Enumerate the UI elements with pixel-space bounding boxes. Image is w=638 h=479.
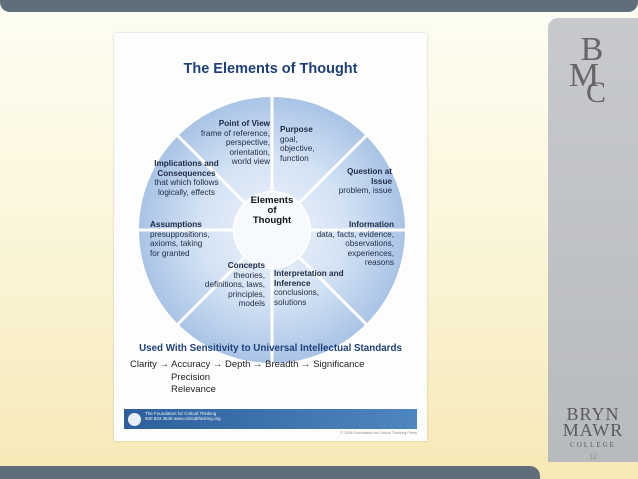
segment-assumptions: Assumptions presuppositions, axioms, tak… — [150, 220, 230, 258]
segment-line: objective, — [280, 144, 315, 154]
segment-line: that which follows — [154, 178, 219, 188]
foundation-logo-icon — [128, 413, 141, 426]
footer-line: The Foundation for Critical Thinking — [145, 411, 217, 416]
poster-footer-strip: The Foundation for Critical Thinking 800… — [124, 409, 417, 429]
segment-heading: Implications and Consequences — [154, 159, 219, 178]
center-line: of — [267, 205, 277, 216]
segment-concepts: Concepts theories, definitions, laws, pr… — [200, 261, 265, 309]
poster-title: The Elements of Thought — [183, 61, 358, 77]
college-name-line-1: BRYN — [566, 404, 620, 424]
svg-text:M: M — [569, 57, 599, 94]
segment-line: for granted — [150, 248, 190, 258]
side-panel — [548, 18, 638, 462]
segment-implications-and-consequences: Implications and Consequences that which… — [144, 159, 229, 197]
center-line: Elements — [250, 195, 294, 206]
footer-text: The Foundation for Critical Thinking 800… — [145, 411, 221, 421]
college-monogram-logo: B M C — [569, 31, 606, 104]
footer-line: 800 833 3645 www.criticalthinking.org — [145, 416, 221, 421]
segment-heading: Information — [348, 220, 394, 229]
svg-text:B: B — [581, 31, 604, 68]
standard-precision: Precision — [171, 372, 211, 383]
segment-line: observations, — [345, 239, 394, 249]
segment-heading: Point of View — [218, 119, 270, 128]
college-name-line-3: COLLEGE — [570, 441, 616, 449]
segment-line: reasons — [364, 258, 394, 268]
segment-line: data, facts, evidence, — [316, 229, 394, 239]
segment-line: axioms, taking — [150, 239, 203, 249]
segment-line: presuppositions, — [150, 229, 210, 239]
standards-row: Clarity → Accuracy → Depth → Breadth → S… — [130, 359, 365, 370]
standards-title: Used With Sensitivity to Universal Intel… — [139, 343, 402, 354]
segment-line: frame of reference, — [200, 128, 270, 138]
segment-purpose: Purpose goal, objective, function — [280, 125, 340, 163]
segment-line: goal, — [280, 134, 298, 144]
segment-line: orientation, — [229, 147, 270, 157]
elements-of-thought-poster: The Elements of Thought Point of View fr… — [114, 33, 427, 441]
segment-heading: Concepts — [227, 261, 265, 270]
segment-point-of-view: Point of View frame of reference, perspe… — [200, 119, 270, 167]
segment-line: world view — [231, 157, 270, 167]
segment-line: function — [280, 153, 309, 163]
segment-line: theories, — [233, 270, 265, 280]
copyright-text: © 2006 Foundation for Critical Thinking … — [340, 431, 417, 435]
segment-heading: Interpretation and Inference — [274, 269, 344, 288]
segment-heading: Assumptions — [150, 220, 202, 229]
college-name-line-2: MAWR — [562, 420, 624, 440]
center-line: Thought — [252, 215, 292, 226]
svg-text:C: C — [586, 76, 606, 104]
segment-heading: Question at Issue — [346, 167, 392, 186]
segment-line: logically, effects — [157, 187, 216, 197]
segment-line: perspective, — [225, 138, 270, 148]
slide-number: 12 — [589, 452, 597, 461]
wheel-center-label: Elements of Thought — [237, 196, 307, 226]
segment-line: principles, — [228, 289, 265, 299]
bottom-bar — [0, 466, 540, 479]
top-bar — [0, 0, 638, 12]
segment-interpretation-and-inference: Interpretation and Inference conclusions… — [274, 269, 354, 307]
segment-question-at-issue: Question at Issue problem, issue — [332, 167, 392, 196]
segment-line: conclusions, — [274, 288, 320, 298]
thought-wheel — [137, 95, 407, 365]
segment-line: definitions, laws, — [204, 280, 265, 290]
segment-line: models — [238, 299, 265, 309]
segment-information: Information data, facts, evidence, obser… — [302, 220, 394, 268]
segment-line: problem, issue — [338, 186, 392, 196]
segment-line: experiences, — [347, 248, 394, 258]
segment-heading: Purpose — [280, 125, 313, 134]
segment-line: solutions — [274, 297, 307, 307]
standard-relevance: Relevance — [171, 384, 216, 395]
